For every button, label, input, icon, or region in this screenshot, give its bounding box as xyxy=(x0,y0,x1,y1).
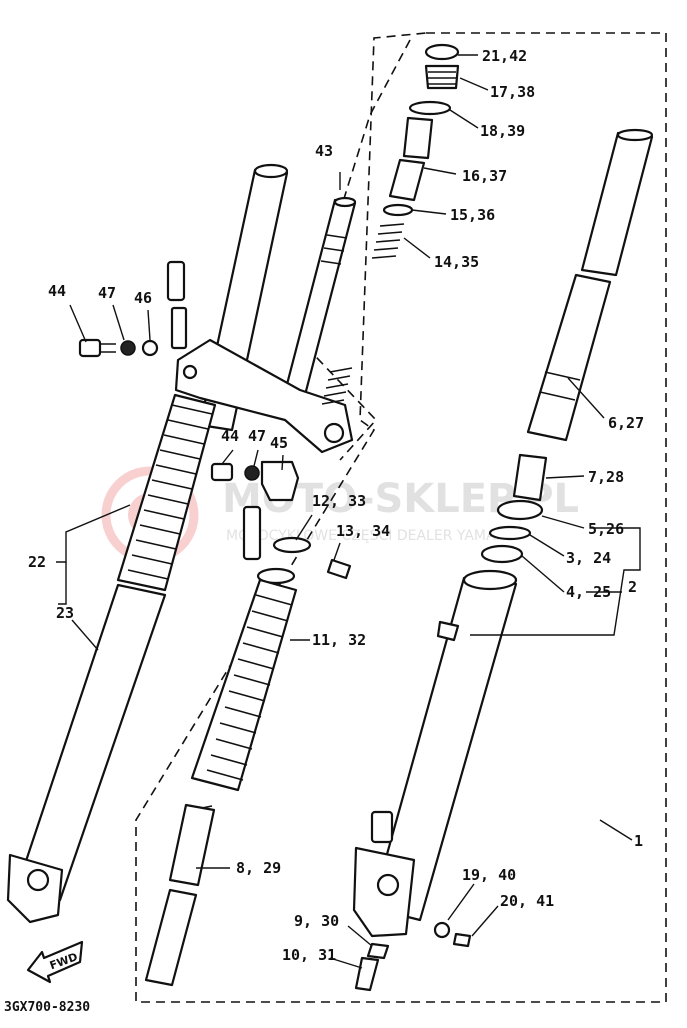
washer-47-upper xyxy=(120,340,136,356)
center-inner-rod xyxy=(144,888,198,987)
left-fork-boot xyxy=(116,393,217,592)
piston-7 xyxy=(512,453,548,502)
stud-upper xyxy=(242,505,262,561)
drain-bolt-9 xyxy=(366,942,390,960)
callout-45: 45 xyxy=(270,434,288,452)
right-fork-parts xyxy=(371,43,460,259)
bolt-13 xyxy=(326,558,352,580)
bolt-20 xyxy=(452,932,472,948)
callout-20-41: 20, 41 xyxy=(500,892,554,910)
oil-seal-4 xyxy=(480,544,524,564)
lower-clamp-fasteners xyxy=(210,460,300,502)
callout-21-42: 21,42 xyxy=(482,47,527,65)
callout-9-30: 9, 30 xyxy=(294,912,339,930)
callout-1: 1 xyxy=(634,832,643,850)
under-bracket xyxy=(174,338,354,454)
oil-seal-12 xyxy=(272,536,312,554)
outer-tube-1-bracket xyxy=(436,620,460,642)
center-spring-body xyxy=(168,803,216,887)
caliper-mount xyxy=(370,810,394,844)
callout-44-lower: 44 xyxy=(221,427,239,445)
spacer-16 xyxy=(388,158,426,202)
outer-tube-1-top xyxy=(462,569,518,591)
callout-44-upper: 44 xyxy=(48,282,66,300)
bracket-stud-lower xyxy=(170,306,188,350)
callout-17-38: 17,38 xyxy=(490,83,535,101)
callout-22: 22 xyxy=(28,553,46,571)
fork-tube-6-top xyxy=(616,128,654,142)
leader-lines xyxy=(56,54,641,969)
upper-clamp-fasteners xyxy=(78,338,159,358)
fork-tube-6-upper xyxy=(580,131,654,277)
washer-15 xyxy=(382,203,414,217)
steering-stem-top xyxy=(333,196,357,208)
callout-14-35: 14,35 xyxy=(434,253,479,271)
center-fork-boot xyxy=(190,578,298,792)
callout-19-40: 19, 40 xyxy=(462,866,516,884)
left-outer-tube xyxy=(16,583,167,902)
spacer-16-upper xyxy=(402,116,434,160)
callout-15-36: 15,36 xyxy=(450,206,495,224)
callout-23: 23 xyxy=(56,604,74,622)
callout-3-24: 3, 24 xyxy=(566,549,611,567)
callout-10-31: 10, 31 xyxy=(282,946,336,964)
diagram-code: 3GX700-8230 xyxy=(4,1000,90,1015)
bracket-spring xyxy=(321,367,353,405)
callout-47-upper: 47 xyxy=(98,284,116,302)
o-ring-18 xyxy=(408,100,452,116)
left-fork-assembly xyxy=(6,163,357,924)
callout-4-25: 4, 25 xyxy=(566,583,611,601)
bolt-44-upper xyxy=(78,338,102,358)
fork-tube-6-stripe xyxy=(539,371,581,401)
callout-12-33: 12, 33 xyxy=(312,492,366,510)
bracket-stud xyxy=(166,260,186,302)
callout-18-39: 18,39 xyxy=(480,122,525,140)
right-axle-hole xyxy=(376,873,400,897)
fork-tube-6-lower xyxy=(526,273,612,442)
callout-16-37: 16,37 xyxy=(462,167,507,185)
boot-clamp-upper xyxy=(256,567,296,585)
dust-seal-5 xyxy=(496,499,544,521)
left-inner-tube-top xyxy=(253,163,289,179)
washer-46 xyxy=(141,339,159,357)
washer-47-lower xyxy=(244,465,260,481)
spring-14 xyxy=(371,223,405,259)
callout-47-lower: 47 xyxy=(248,427,266,445)
steering-stem-tube xyxy=(283,198,357,397)
under-bracket-clamp-hole xyxy=(323,422,345,444)
washer-19 xyxy=(433,921,451,939)
callout-7-28: 7,28 xyxy=(588,468,624,486)
center-fork-parts xyxy=(144,505,352,987)
callout-13-34: 13, 34 xyxy=(336,522,390,540)
bolt-10 xyxy=(354,956,380,992)
callout-8-29: 8, 29 xyxy=(236,859,281,877)
fwd-arrow-shape xyxy=(26,940,84,984)
callout-labels: 21,42 17,38 18,39 16,37 15,36 14,35 43 4… xyxy=(28,47,644,964)
callout-5-26: 5,26 xyxy=(588,520,624,538)
left-axle-hole xyxy=(26,868,50,892)
callout-2: 2 xyxy=(628,578,637,596)
right-outer-assembly xyxy=(352,128,654,992)
bolt-44-lower xyxy=(210,462,234,482)
forward-direction-arrow: FWD xyxy=(26,940,84,984)
right-fork-boundary xyxy=(135,32,667,1003)
steering-stem-thread xyxy=(320,234,348,265)
cable-guide-45 xyxy=(260,460,300,502)
callout-11-32: 11, 32 xyxy=(312,631,366,649)
callout-46: 46 xyxy=(134,289,152,307)
under-bracket-hole xyxy=(182,364,198,380)
callout-6-27: 6,27 xyxy=(608,414,644,432)
callout-43: 43 xyxy=(315,142,333,160)
clip-3 xyxy=(488,525,532,541)
cap-21 xyxy=(424,43,460,61)
